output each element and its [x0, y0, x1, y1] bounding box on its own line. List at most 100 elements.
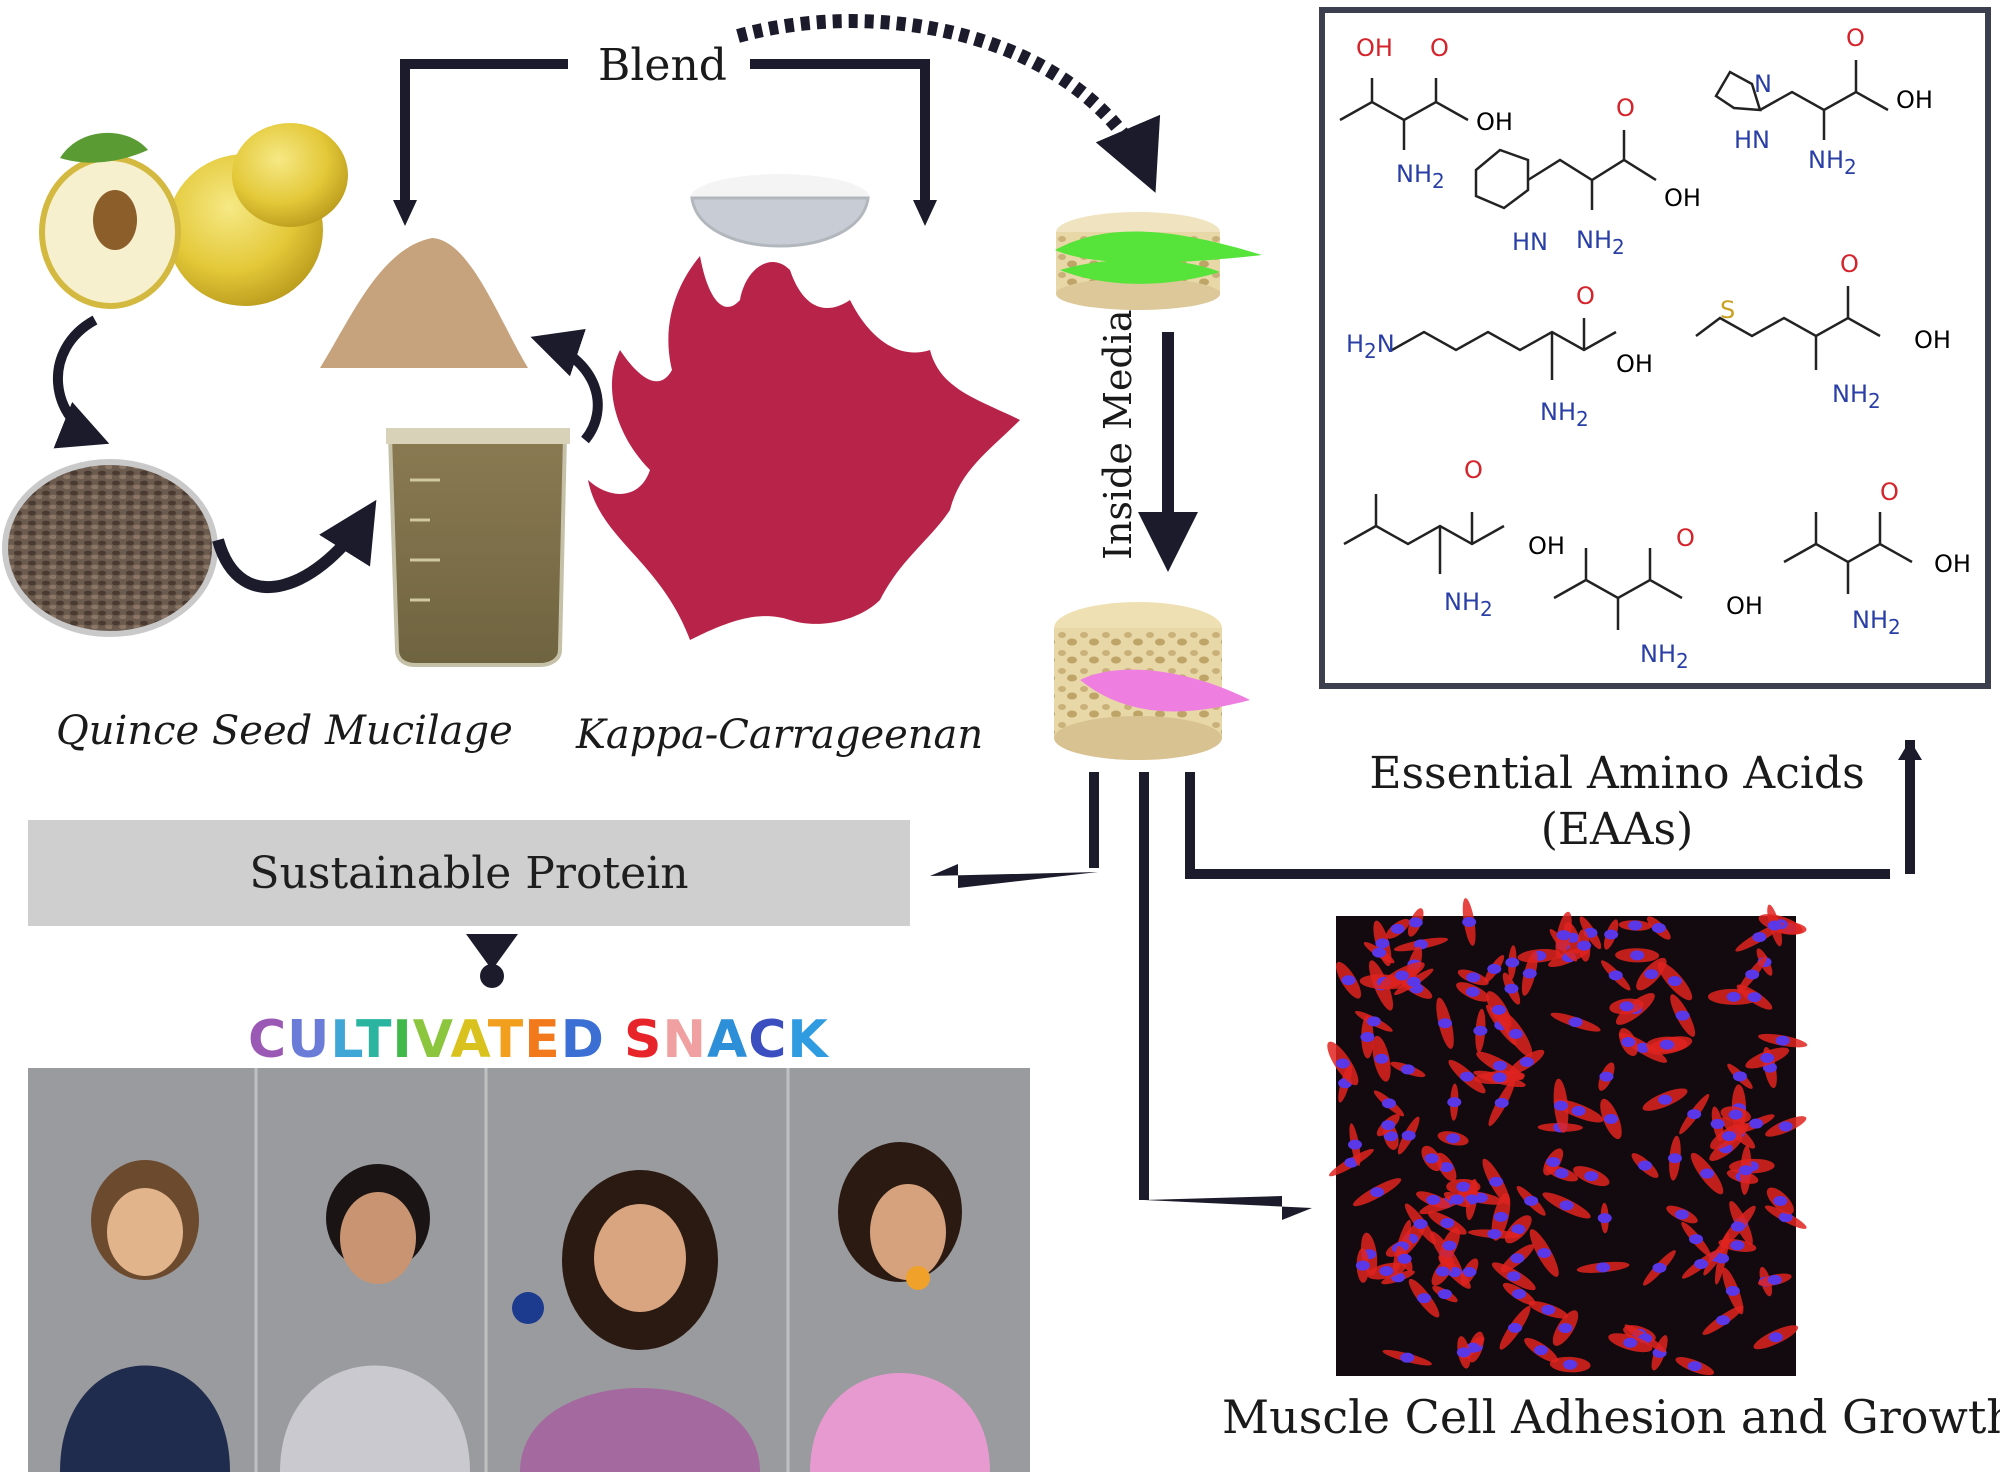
snack-letter: A [450, 1010, 488, 1070]
kappa-label: Kappa-Carrageenan [576, 712, 984, 758]
cultivated-snack-title: CULTIVATED SNACK [248, 1010, 829, 1070]
scaffold-green-cells [1055, 212, 1262, 310]
snack-letter: U [287, 1010, 331, 1070]
cell-nucleus [1628, 920, 1643, 931]
quince-label: Quince Seed Mucilage [56, 708, 513, 754]
cell-nucleus [1689, 1234, 1704, 1245]
leu-o: O [1464, 456, 1483, 484]
cell-nucleus [1541, 1304, 1556, 1315]
thr-o: O [1430, 34, 1449, 62]
cell-nucleus [1659, 1039, 1674, 1050]
cell-nucleus [1447, 1097, 1462, 1108]
cell-nucleus [1745, 969, 1760, 980]
cell-nucleus [1732, 1071, 1747, 1082]
cell-nucleus [1401, 1130, 1416, 1141]
cell-nucleus [1563, 1359, 1578, 1370]
thr-nh2: NH2 [1396, 160, 1445, 193]
cell-nucleus [1426, 1194, 1441, 1205]
cell-nucleus [1775, 1035, 1790, 1046]
curved-arrow-beaker-to-powder [530, 328, 603, 444]
cell-nucleus [1715, 1315, 1730, 1326]
cell-nucleus [1381, 1120, 1396, 1131]
cell-nucleus [1553, 1100, 1568, 1111]
cell-nucleus [1768, 1332, 1783, 1343]
snack-letter: K [787, 1010, 829, 1070]
cell-nucleus [1537, 1248, 1552, 1259]
snack-letter: A [707, 1010, 749, 1070]
cell-nucleus [1355, 1260, 1370, 1271]
eaa-label-line1: Essential Amino Acids [1369, 748, 1865, 799]
snack-letter: S [624, 1010, 663, 1070]
cell-nucleus [1722, 1131, 1737, 1142]
cell-nucleus [1752, 932, 1767, 943]
cell-nucleus [1568, 1017, 1583, 1028]
cell-nucleus [1728, 1109, 1743, 1120]
cell-nucleus [1700, 1168, 1715, 1179]
his-nh2: NH2 [1808, 146, 1857, 179]
cell-nucleus [1508, 1322, 1523, 1333]
dashed-curved-arrow [736, 14, 1161, 193]
snack-letter: L [330, 1010, 356, 1070]
snack-letter [605, 1010, 624, 1070]
ile-o: O [1676, 524, 1695, 552]
cell-nucleus [1652, 1262, 1667, 1273]
cell-nucleus [1554, 1168, 1569, 1179]
cell-nucleus [1619, 1001, 1634, 1012]
cell-nucleus [1505, 957, 1520, 968]
cell-nucleus [1487, 1228, 1502, 1239]
cell-nucleus [1630, 950, 1645, 961]
cell-nucleus [1694, 1259, 1709, 1270]
cell-nucleus [1493, 1211, 1508, 1222]
cell-nucleus [1524, 1195, 1539, 1206]
cell-nucleus [1608, 970, 1623, 981]
trp-oh: OH [1664, 184, 1701, 212]
arrow-to-muscle [1144, 1196, 1312, 1220]
cell-nucleus [1375, 938, 1390, 949]
met-s: S [1720, 296, 1736, 324]
cell-nucleus [1390, 923, 1405, 934]
thr-oh2: OH [1476, 108, 1513, 136]
cell-nucleus [1519, 1056, 1534, 1067]
cell-nucleus [1710, 1118, 1725, 1129]
cell-nucleus [1504, 983, 1519, 994]
cell-nucleus [1437, 1289, 1452, 1300]
his-hn: HN [1734, 126, 1770, 154]
his-oh: OH [1896, 86, 1933, 114]
cell-nucleus [1687, 1109, 1702, 1120]
cell-nucleus [1397, 1253, 1412, 1264]
protein-label: Sustainable Protein [249, 847, 689, 899]
cell-nucleus [1558, 1323, 1573, 1334]
cell-nucleus [1778, 1212, 1793, 1223]
cell-nucleus [1456, 1181, 1471, 1192]
cell-nucleus [1456, 1347, 1471, 1358]
snack-letter: V [412, 1010, 451, 1070]
cell-nucleus [1440, 1218, 1455, 1229]
cell-nucleus [1730, 1240, 1745, 1251]
cell-nucleus [1487, 963, 1502, 974]
cell-nucleus [1725, 1285, 1740, 1296]
connector-lines [1089, 740, 1915, 1200]
cell-nucleus [1674, 1209, 1689, 1220]
amino-acid-structures [1339, 60, 1913, 630]
sustainable-protein-box: Sustainable Protein [28, 820, 910, 926]
cell-nucleus [1341, 975, 1356, 986]
mucilage-beaker-image [386, 428, 570, 667]
curved-arrow-fruit-to-seeds [53, 315, 110, 449]
kid-2-image [280, 1164, 470, 1472]
cell-nucleus [1446, 1133, 1461, 1144]
powder-bowl-image [690, 174, 870, 248]
met-nh2: NH2 [1832, 380, 1881, 413]
his-o: O [1846, 24, 1865, 52]
eaa-box [1319, 7, 1991, 689]
cell-nucleus [1534, 1345, 1549, 1356]
snack-letter: E [524, 1010, 561, 1070]
snack-letter: I [392, 1010, 413, 1070]
cell-nucleus [1417, 1293, 1432, 1304]
cell-nucleus [1559, 1200, 1574, 1211]
val-nh2: NH2 [1852, 606, 1901, 639]
cell-nucleus [1556, 930, 1571, 941]
cell-nucleus [1571, 1105, 1586, 1116]
cell-nucleus [1347, 1139, 1362, 1150]
lys-oh: OH [1616, 350, 1653, 378]
arrow-up-to-eaa [1898, 740, 1922, 760]
